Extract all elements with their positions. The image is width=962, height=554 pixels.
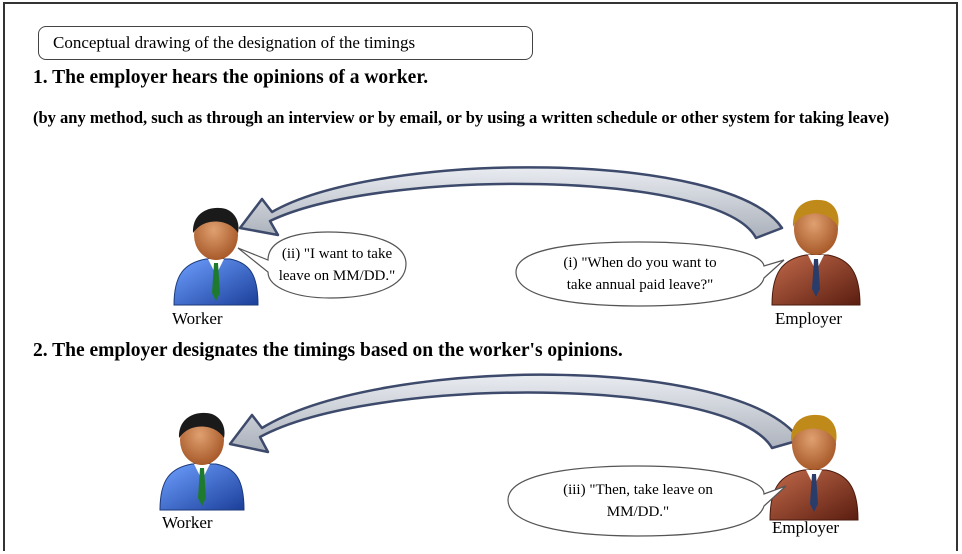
worker-person-icon <box>159 412 245 511</box>
worker-label: Worker <box>172 309 223 328</box>
employer-label: Employer <box>775 309 843 328</box>
speech-bubble-icon <box>237 231 407 299</box>
diagram-title: Conceptual drawing of the designation of… <box>38 26 533 60</box>
diagram-frame <box>3 2 958 551</box>
worker-label-2: Worker <box>162 513 213 532</box>
employer-person-icon <box>771 199 861 306</box>
employer-speech-2-line-1: (iii) "Then, take leave on <box>563 482 713 498</box>
speech-bubble-icon <box>507 465 787 537</box>
worker-speech-line-2: leave on MM/DD." <box>278 268 396 284</box>
employer-speech-2-line-2: MM/DD." <box>606 504 670 520</box>
step-1-note: (by any method, such as through an inter… <box>33 108 890 127</box>
curved-arrow-icon <box>228 373 802 454</box>
curved-arrow-icon <box>238 166 784 240</box>
speech-bubble-icon <box>515 241 785 307</box>
worker-speech-line-1: (ii) "I want to take <box>281 246 393 262</box>
employer-speech-line-1: (i) "When do you want to <box>563 255 717 271</box>
step-2-heading: 2. The employer designates the timings b… <box>33 340 623 361</box>
worker-speech-text: (ii) "I want to take leave on MM/DD." <box>272 243 402 287</box>
employer-label-2: Employer <box>772 518 840 537</box>
worker-person-icon <box>173 207 259 306</box>
step-1-heading: 1. The employer hears the opinions of a … <box>33 67 429 88</box>
employer-speech-text: (i) "When do you want to take annual pai… <box>530 252 750 296</box>
employer-person-icon <box>769 414 859 521</box>
employer-speech-line-2: take annual paid leave?" <box>566 277 714 293</box>
employer-speech-text-2: (iii) "Then, take leave on MM/DD." <box>520 479 756 523</box>
